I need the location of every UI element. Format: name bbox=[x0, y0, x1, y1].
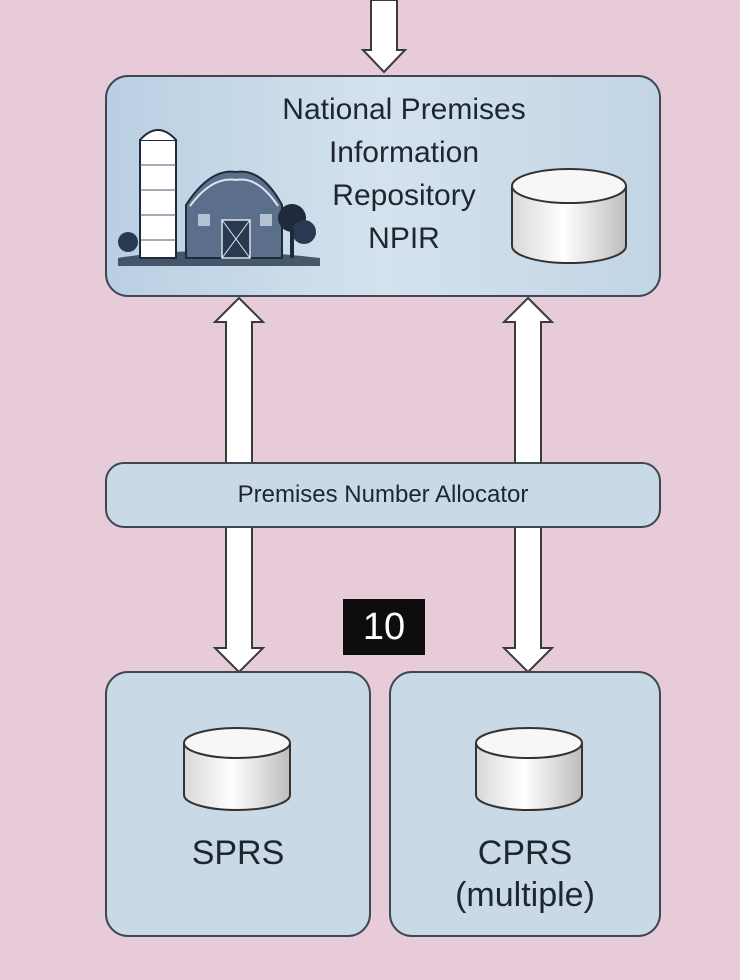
database-cylinder-icon bbox=[511, 168, 627, 264]
database-cylinder-icon bbox=[183, 727, 291, 811]
premises-number-allocator-box bbox=[105, 462, 661, 528]
allocator-label: Premises Number Allocator bbox=[237, 481, 529, 508]
cprs-label: CPRS (multiple) bbox=[455, 834, 595, 914]
farm-silo-barn-icon bbox=[118, 129, 320, 266]
page-number-badge: 10 bbox=[343, 599, 425, 655]
npir-label: National Premises Information Repository… bbox=[282, 93, 526, 255]
incoming-arrow bbox=[360, 0, 408, 74]
database-cylinder-icon bbox=[475, 727, 583, 811]
sprs-label: SPRS bbox=[191, 834, 285, 872]
